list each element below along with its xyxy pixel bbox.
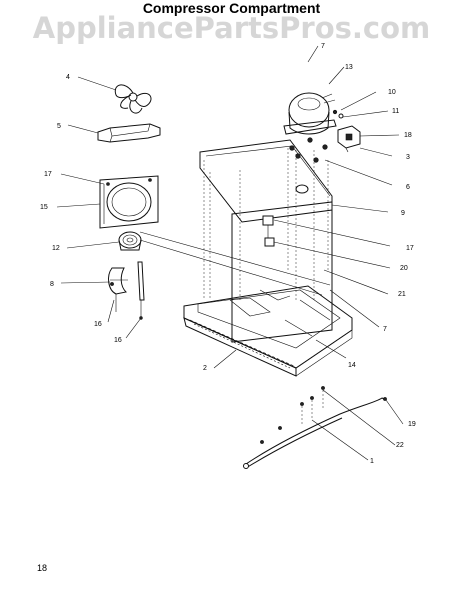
diagram-title: Compressor Compartment (142, 0, 321, 16)
callout-5: 5 (57, 123, 61, 130)
watermark: AppliancePartsPros.com (32, 11, 431, 45)
callout-8: 8 (50, 281, 54, 288)
page-number: 18 (37, 563, 48, 573)
fan-blade (114, 84, 152, 114)
callout-22: 22 (396, 442, 404, 449)
callout-13: 13 (345, 64, 353, 71)
callout-11: 11 (392, 108, 399, 115)
compressor (283, 92, 337, 163)
compressor-grommets (332, 109, 344, 119)
callout-16-upper: 16 (94, 321, 102, 328)
callout-15: 15 (40, 204, 48, 211)
callout-3: 3 (406, 154, 410, 161)
relay-bracket (262, 215, 275, 247)
fan-bracket (97, 123, 161, 143)
callout-16-lower: 16 (114, 337, 122, 344)
callout-18: 18 (404, 132, 412, 139)
fan-shroud (99, 175, 159, 229)
motor-mount (108, 261, 145, 320)
callout-1: 1 (370, 458, 374, 465)
callout-12: 12 (52, 245, 60, 252)
callout-9: 9 (401, 210, 405, 217)
relay-overload (337, 125, 361, 153)
callout-19: 19 (408, 421, 416, 428)
base-pan (183, 285, 353, 377)
callout-21: 21 (398, 291, 406, 298)
callout-20: 20 (400, 265, 408, 272)
callout-2: 2 (203, 365, 207, 372)
callout-6: 6 (406, 184, 410, 191)
compartment-back-panel (231, 201, 333, 343)
wiring-harness (243, 386, 387, 469)
callout-17-left: 17 (44, 171, 52, 178)
leader-lines (56, 45, 404, 461)
callout-7-top: 7 (321, 43, 325, 50)
callout-10: 10 (388, 89, 396, 96)
callout-14: 14 (348, 362, 356, 369)
callout-17-right: 17 (406, 245, 414, 252)
callout-7-mid: 7 (383, 326, 387, 333)
callouts: 4 5 17 15 12 8 16 16 2 14 7 13 10 11 18 … (40, 43, 416, 465)
fan-motor (118, 231, 142, 251)
callout-4: 4 (66, 74, 70, 81)
